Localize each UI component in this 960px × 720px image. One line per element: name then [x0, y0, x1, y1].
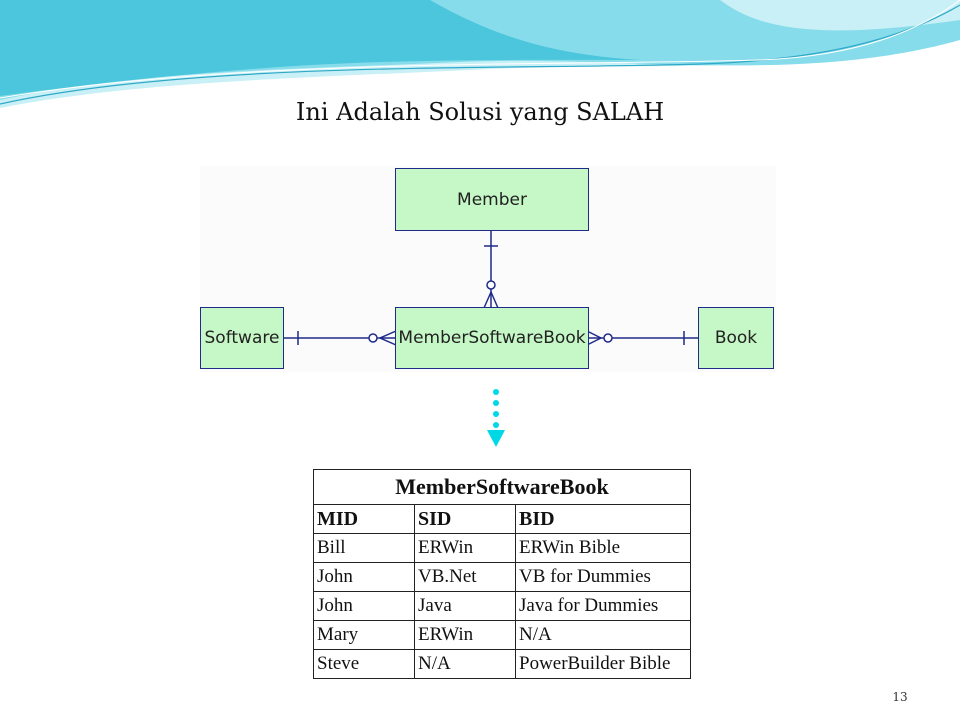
- cell-sid: N/A: [415, 650, 516, 679]
- member-software-book-table: MemberSoftwareBook MID SID BID Bill ERWi…: [313, 469, 691, 679]
- cell-bid: VB for Dummies: [516, 563, 691, 592]
- cell-sid: ERWin: [415, 621, 516, 650]
- entity-software: Software: [200, 307, 284, 369]
- cell-bid: N/A: [516, 621, 691, 650]
- slide-title: Ini Adalah Solusi yang SALAH: [0, 98, 960, 126]
- cell-sid: VB.Net: [415, 563, 516, 592]
- arrow-dot: [493, 389, 499, 395]
- cell-bid: Java for Dummies: [516, 592, 691, 621]
- cell-mid: Bill: [314, 534, 415, 563]
- entity-book: Book: [698, 307, 774, 369]
- column-header-bid: BID: [516, 505, 691, 534]
- entity-software-label: Software: [205, 328, 280, 348]
- table-row: Mary ERWin N/A: [314, 621, 691, 650]
- entity-member-software-book: MemberSoftwareBook: [395, 307, 589, 369]
- entity-member-software-book-label: MemberSoftwareBook: [398, 328, 585, 348]
- cell-mid: John: [314, 563, 415, 592]
- entity-member: Member: [395, 168, 589, 231]
- cell-sid: Java: [415, 592, 516, 621]
- cell-sid: ERWin: [415, 534, 516, 563]
- column-header-sid: SID: [415, 505, 516, 534]
- arrow-dot: [493, 422, 499, 428]
- table-caption: MemberSoftwareBook: [314, 470, 691, 505]
- cell-bid: ERWin Bible: [516, 534, 691, 563]
- table-header-row: MID SID BID: [314, 505, 691, 534]
- table-row: Bill ERWin ERWin Bible: [314, 534, 691, 563]
- entity-member-label: Member: [457, 190, 527, 210]
- cell-mid: Mary: [314, 621, 415, 650]
- cell-bid: PowerBuilder Bible: [516, 650, 691, 679]
- cell-mid: Steve: [314, 650, 415, 679]
- page-number: 13: [880, 690, 920, 704]
- arrow-dot: [493, 411, 499, 417]
- arrow-down-icon: [487, 430, 505, 447]
- entity-book-label: Book: [715, 328, 757, 348]
- table-row: Steve N/A PowerBuilder Bible: [314, 650, 691, 679]
- cell-mid: John: [314, 592, 415, 621]
- table-caption-row: MemberSoftwareBook: [314, 470, 691, 505]
- table-row: John Java Java for Dummies: [314, 592, 691, 621]
- arrow-dot: [493, 400, 499, 406]
- table-row: John VB.Net VB for Dummies: [314, 563, 691, 592]
- column-header-mid: MID: [314, 505, 415, 534]
